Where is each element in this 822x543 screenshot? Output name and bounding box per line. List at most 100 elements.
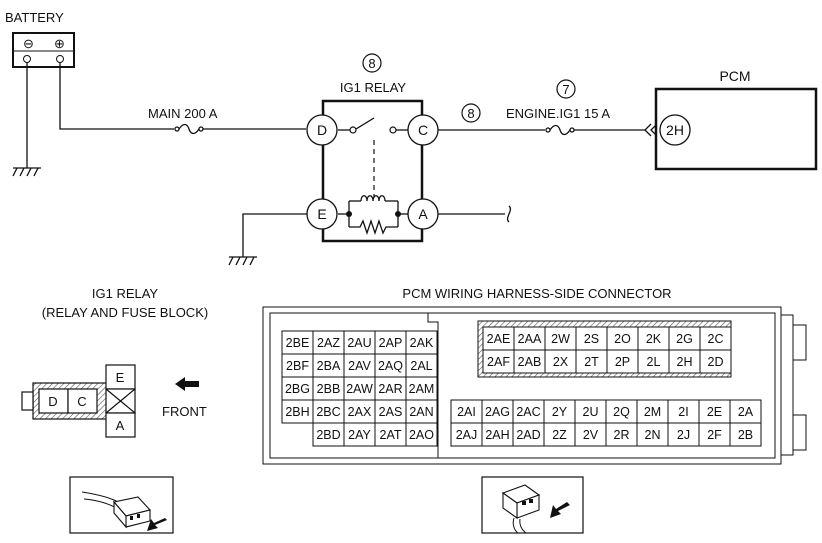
svg-text:7: 7 xyxy=(562,82,569,97)
pin-label: 2F xyxy=(707,428,722,442)
relay-terminal-c: C xyxy=(407,114,439,146)
svg-text:C: C xyxy=(418,122,428,138)
ig1-relay-box xyxy=(321,99,424,243)
pin-label: 2K xyxy=(646,332,662,346)
pin-label: 2AN xyxy=(409,405,433,419)
svg-text:A: A xyxy=(418,206,428,222)
ground-icon xyxy=(228,256,257,266)
pin-label: 2AJ xyxy=(456,428,478,442)
pin-label: 2V xyxy=(583,428,599,442)
pin-label: 2W xyxy=(551,332,570,346)
pin-label: 2BD xyxy=(316,428,340,442)
svg-text:E: E xyxy=(116,370,125,385)
pin-label: 2AX xyxy=(348,405,372,419)
main-fuse-icon xyxy=(174,123,204,135)
pin-label: 2AD xyxy=(516,428,540,442)
pin-label: 2AK xyxy=(410,336,434,350)
pin-label: 2AO xyxy=(409,428,434,442)
pin-label: 2M xyxy=(644,405,661,419)
pcm-terminal-2h xyxy=(659,114,691,146)
relay-terminal-d: D xyxy=(306,114,338,146)
pin-label: 2X xyxy=(553,355,569,369)
pin-label: 2H xyxy=(677,355,693,369)
pin-label: 2AE xyxy=(487,332,511,346)
pin-label: 2B xyxy=(738,428,753,442)
pin-label: 2AC xyxy=(516,405,540,419)
circle-8-line xyxy=(461,103,481,123)
relay-block-title-1: IG1 RELAY xyxy=(92,286,159,301)
main-fuse-label: MAIN 200 A xyxy=(148,106,218,121)
pin-cell xyxy=(729,422,762,447)
pin-label: 2AF xyxy=(487,355,510,369)
battery-positive-icon: ⊕ xyxy=(54,36,65,51)
relay-coil-icon xyxy=(338,195,408,236)
connector-thumbnail xyxy=(481,476,584,534)
pin-label: 2T xyxy=(584,355,599,369)
pin-label: 2AP xyxy=(379,336,403,350)
pin-label: 2Z xyxy=(552,428,567,442)
pin-label: 2L xyxy=(647,355,661,369)
connector-top-grid: 2AE 2AA 2W 2S 2O 2K 2G 2C 2AF 2AB 2X 2T 2P 2L 2H 2D xyxy=(482,326,732,374)
battery-negative-icon: ⊖ xyxy=(23,36,34,51)
pin-label: 2C xyxy=(708,332,724,346)
pin-label: 2AQ xyxy=(378,359,403,373)
pin-label: 2AA xyxy=(518,332,542,346)
pin-label: 2O xyxy=(614,332,631,346)
pin-label: 2P xyxy=(615,355,630,369)
relay-block-connector: D C E A xyxy=(21,364,136,438)
pin-label: 2Y xyxy=(552,405,568,419)
ground-icon xyxy=(12,167,41,177)
pin-label: 2AY xyxy=(348,428,371,442)
pin-label: 2AH xyxy=(485,428,509,442)
engine-fuse-icon xyxy=(545,124,575,136)
pcm-label: PCM xyxy=(719,68,750,84)
pin-label: 2U xyxy=(583,405,599,419)
svg-text:C: C xyxy=(77,394,86,409)
pin-label: 2AL xyxy=(410,359,432,373)
pin-label: 2N xyxy=(645,428,661,442)
pin-label: 2BC xyxy=(316,405,340,419)
pin-label: 2BB xyxy=(317,382,341,396)
front-arrow-icon xyxy=(175,377,199,391)
pin-label: 2AG xyxy=(485,405,510,419)
svg-text:A: A xyxy=(116,418,125,433)
pin-label: 2AI xyxy=(457,405,476,419)
battery-label: BATTERY xyxy=(5,10,64,25)
pin-label: 2A xyxy=(738,405,754,419)
svg-text:2H: 2H xyxy=(666,122,684,138)
pin-label: 2BF xyxy=(286,359,309,373)
pin-label: 2AB xyxy=(518,355,542,369)
relay-terminal-e: E xyxy=(306,198,338,230)
pin-label: 2J xyxy=(677,428,690,442)
relay-terminal-a: A xyxy=(407,198,439,230)
svg-text:E: E xyxy=(317,206,326,222)
pin-label: 2AS xyxy=(379,405,403,419)
pin-label: 2S xyxy=(584,332,599,346)
pin-label: 2D xyxy=(708,355,724,369)
pin-label: 2AV xyxy=(348,359,371,373)
pin-label: 2BH xyxy=(285,405,309,419)
ig1-relay-label: IG1 RELAY xyxy=(340,80,407,95)
front-label: FRONT xyxy=(162,404,207,419)
circle-7 xyxy=(556,79,576,99)
svg-text:D: D xyxy=(48,394,57,409)
pin-label: 2I xyxy=(678,405,688,419)
circle-8-top xyxy=(362,53,382,73)
pin-label: 2Q xyxy=(613,405,630,419)
pin-label: 2AW xyxy=(346,382,373,396)
wire-continuation-icon xyxy=(506,205,512,223)
pin-label: 2BG xyxy=(285,382,310,396)
pin-label: 2AT xyxy=(380,428,402,442)
pin-label: 2G xyxy=(676,332,693,346)
pin-label: 2BA xyxy=(317,359,341,373)
battery-symbol xyxy=(12,32,75,68)
pin-cell xyxy=(405,422,438,447)
circle-8-top-label: 8 xyxy=(368,56,375,71)
pin-label: 2BE xyxy=(286,336,310,350)
relay-block-title-2: (RELAY AND FUSE BLOCK) xyxy=(42,305,208,320)
engine-fuse-label: ENGINE.IG1 15 A xyxy=(506,106,610,121)
pin-label: 2AR xyxy=(378,382,402,396)
